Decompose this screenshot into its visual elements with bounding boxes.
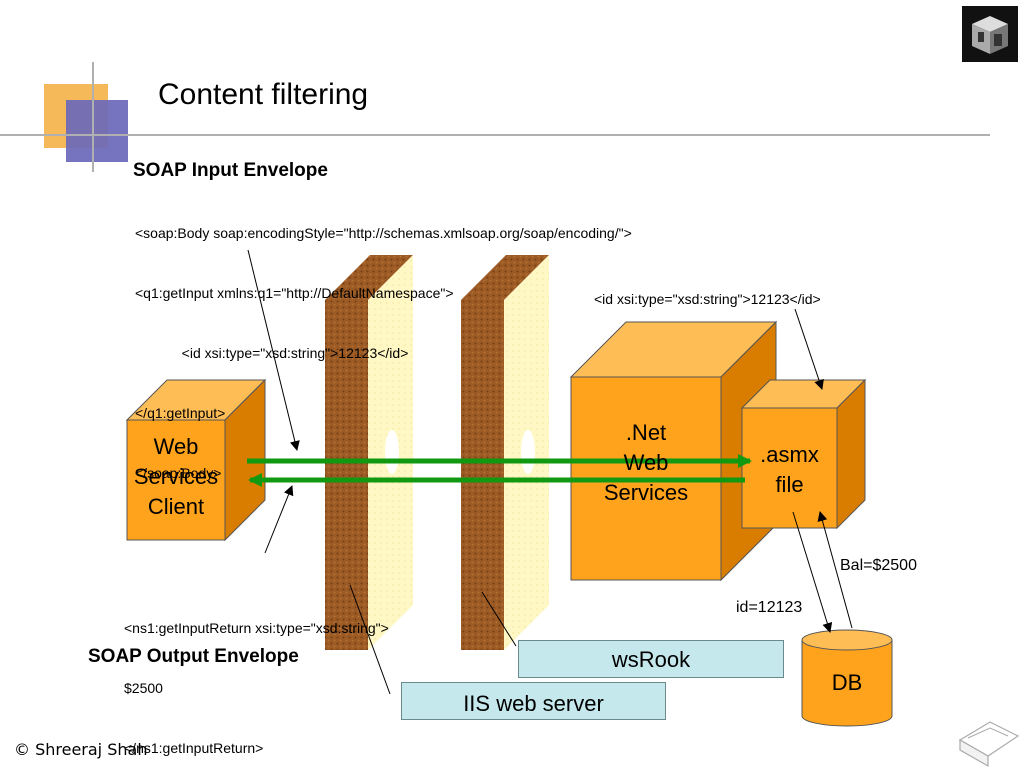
input-envelope-code: <soap:Body soap:encodingStyle="http://sc… — [135, 183, 632, 503]
iis-banner: IIS web server — [401, 682, 666, 720]
input-line-5: </soap:Body> — [135, 465, 222, 481]
input-envelope-pointer — [247, 249, 300, 451]
output-envelope-pointer — [264, 485, 294, 554]
input-envelope-heading: SOAP Input Envelope — [133, 160, 328, 181]
firewall-wsrook — [461, 255, 549, 650]
wsrook-pointer-line — [481, 591, 517, 647]
output-line-3: </ns1:getInputReturn> — [124, 740, 264, 756]
output-line-1: <ns1:getInputReturn xsi:type="xsd:string… — [124, 620, 389, 636]
dotnet-label: .Net Web Services — [603, 420, 689, 505]
asmx-cube — [740, 378, 867, 530]
title-rule-vertical — [92, 62, 94, 172]
id-element-label: <id xsi:type="xsd:string">12123</id> — [594, 291, 821, 307]
output-line-2: $2500 — [124, 680, 163, 696]
db-cylinder — [801, 629, 893, 727]
page-corner-icon — [958, 721, 1020, 768]
iis-pointer-line — [349, 584, 391, 695]
input-line-3: <id xsi:type="xsd:string">12123</id> — [135, 345, 409, 361]
copyright-footer: © Shreeraj Shah — [14, 740, 148, 759]
firewall-iis — [325, 255, 413, 650]
client-cube — [125, 378, 267, 542]
output-envelope-code: <ns1:getInputReturn xsi:type="xsd:string… — [124, 578, 389, 778]
asmx-to-db-arrow — [792, 511, 833, 633]
output-envelope-heading: SOAP Output Envelope — [88, 646, 299, 667]
id-value-label: id=12123 — [736, 599, 803, 616]
balance-label: Bal=$2500 — [840, 557, 917, 574]
db-label: DB — [831, 670, 863, 695]
decor-square-blue — [66, 100, 128, 162]
input-line-2: <q1:getInput xmlns:q1="http://DefaultNam… — [135, 285, 454, 301]
db-to-asmx-arrow — [817, 511, 853, 629]
title-rule-horizontal — [0, 134, 990, 136]
wsrook-banner: wsRook — [518, 640, 784, 678]
slide-title: Content filtering — [158, 78, 369, 111]
input-line-1: <soap:Body soap:encodingStyle="http://sc… — [135, 225, 632, 241]
asmx-label: .asmx file — [760, 442, 819, 497]
logo-cube-icon — [962, 6, 1018, 62]
input-line-4: </q1:getInput> — [135, 405, 226, 421]
client-label: Web Services Client — [133, 434, 219, 519]
id-element-pointer — [794, 308, 824, 390]
